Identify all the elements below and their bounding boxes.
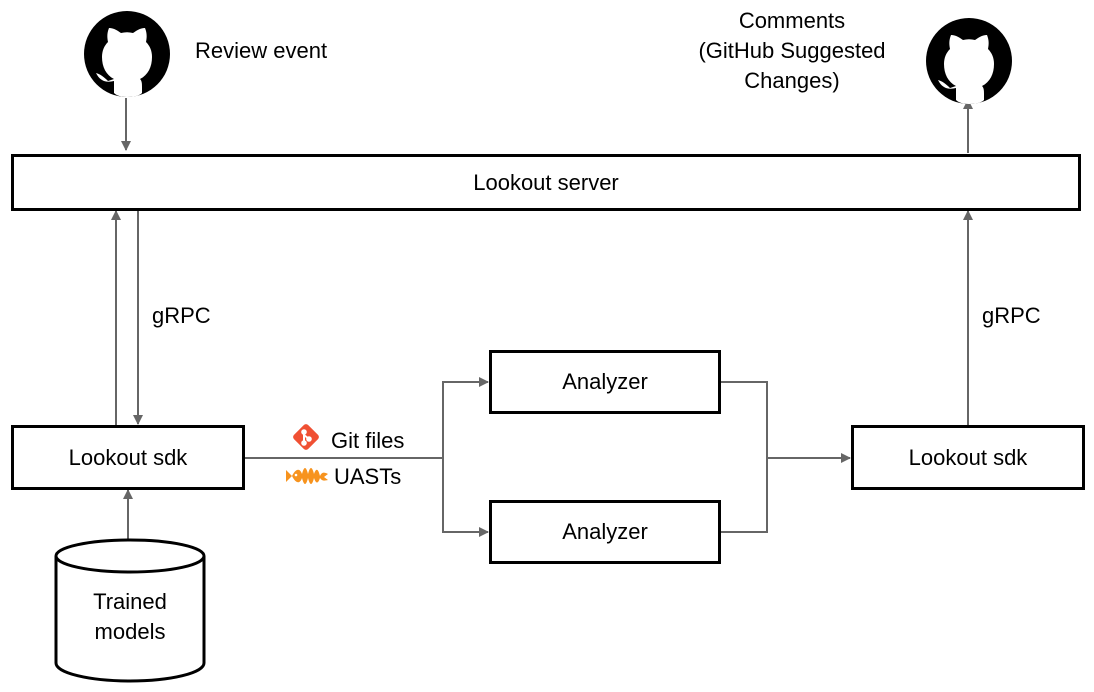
review-event-label: Review event [195, 38, 328, 63]
grpc-label-right: gRPC [982, 303, 1041, 328]
github-icon-right [926, 18, 1012, 104]
comments-line-3: Changes) [744, 68, 840, 93]
lookout-server-label: Lookout server [473, 169, 619, 195]
comments-label: Comments (GitHub Suggested Changes) [676, 6, 908, 96]
grpc-label-left: gRPC [152, 303, 211, 328]
lookout-server-box[interactable]: Lookout server [11, 154, 1081, 211]
analyzer-top-label: Analyzer [562, 369, 648, 394]
analyzer-bottom-label: Analyzer [562, 519, 648, 544]
arrow-to-analyzer-bottom [442, 458, 489, 537]
babelfish-icon [286, 468, 328, 484]
trained-models-line-2: models [94, 619, 166, 644]
trained-models-label: Trained models [56, 587, 204, 647]
lookout-sdk-right-box[interactable]: Lookout sdk [851, 425, 1085, 490]
trained-models-line-1: Trained [93, 589, 167, 614]
analyzer-top-box[interactable]: Analyzer [489, 350, 721, 414]
arrow-to-analyzer-top [442, 377, 489, 458]
git-files-label: Git files [331, 428, 405, 453]
lookout-sdk-right-label: Lookout sdk [908, 444, 1028, 470]
github-icon-left [84, 11, 170, 97]
lookout-sdk-left-label: Lookout sdk [68, 444, 188, 470]
uasts-label: UASTs [334, 464, 402, 489]
lookout-sdk-left-box[interactable]: Lookout sdk [11, 425, 245, 490]
comments-line-2: (GitHub Suggested [698, 38, 886, 63]
git-icon [293, 424, 319, 450]
trained-models-cylinder [54, 538, 206, 683]
analyzer-bottom-box[interactable]: Analyzer [489, 500, 721, 564]
comments-line-1: Comments [738, 8, 846, 33]
line-analyzer-top-out [720, 381, 768, 533]
